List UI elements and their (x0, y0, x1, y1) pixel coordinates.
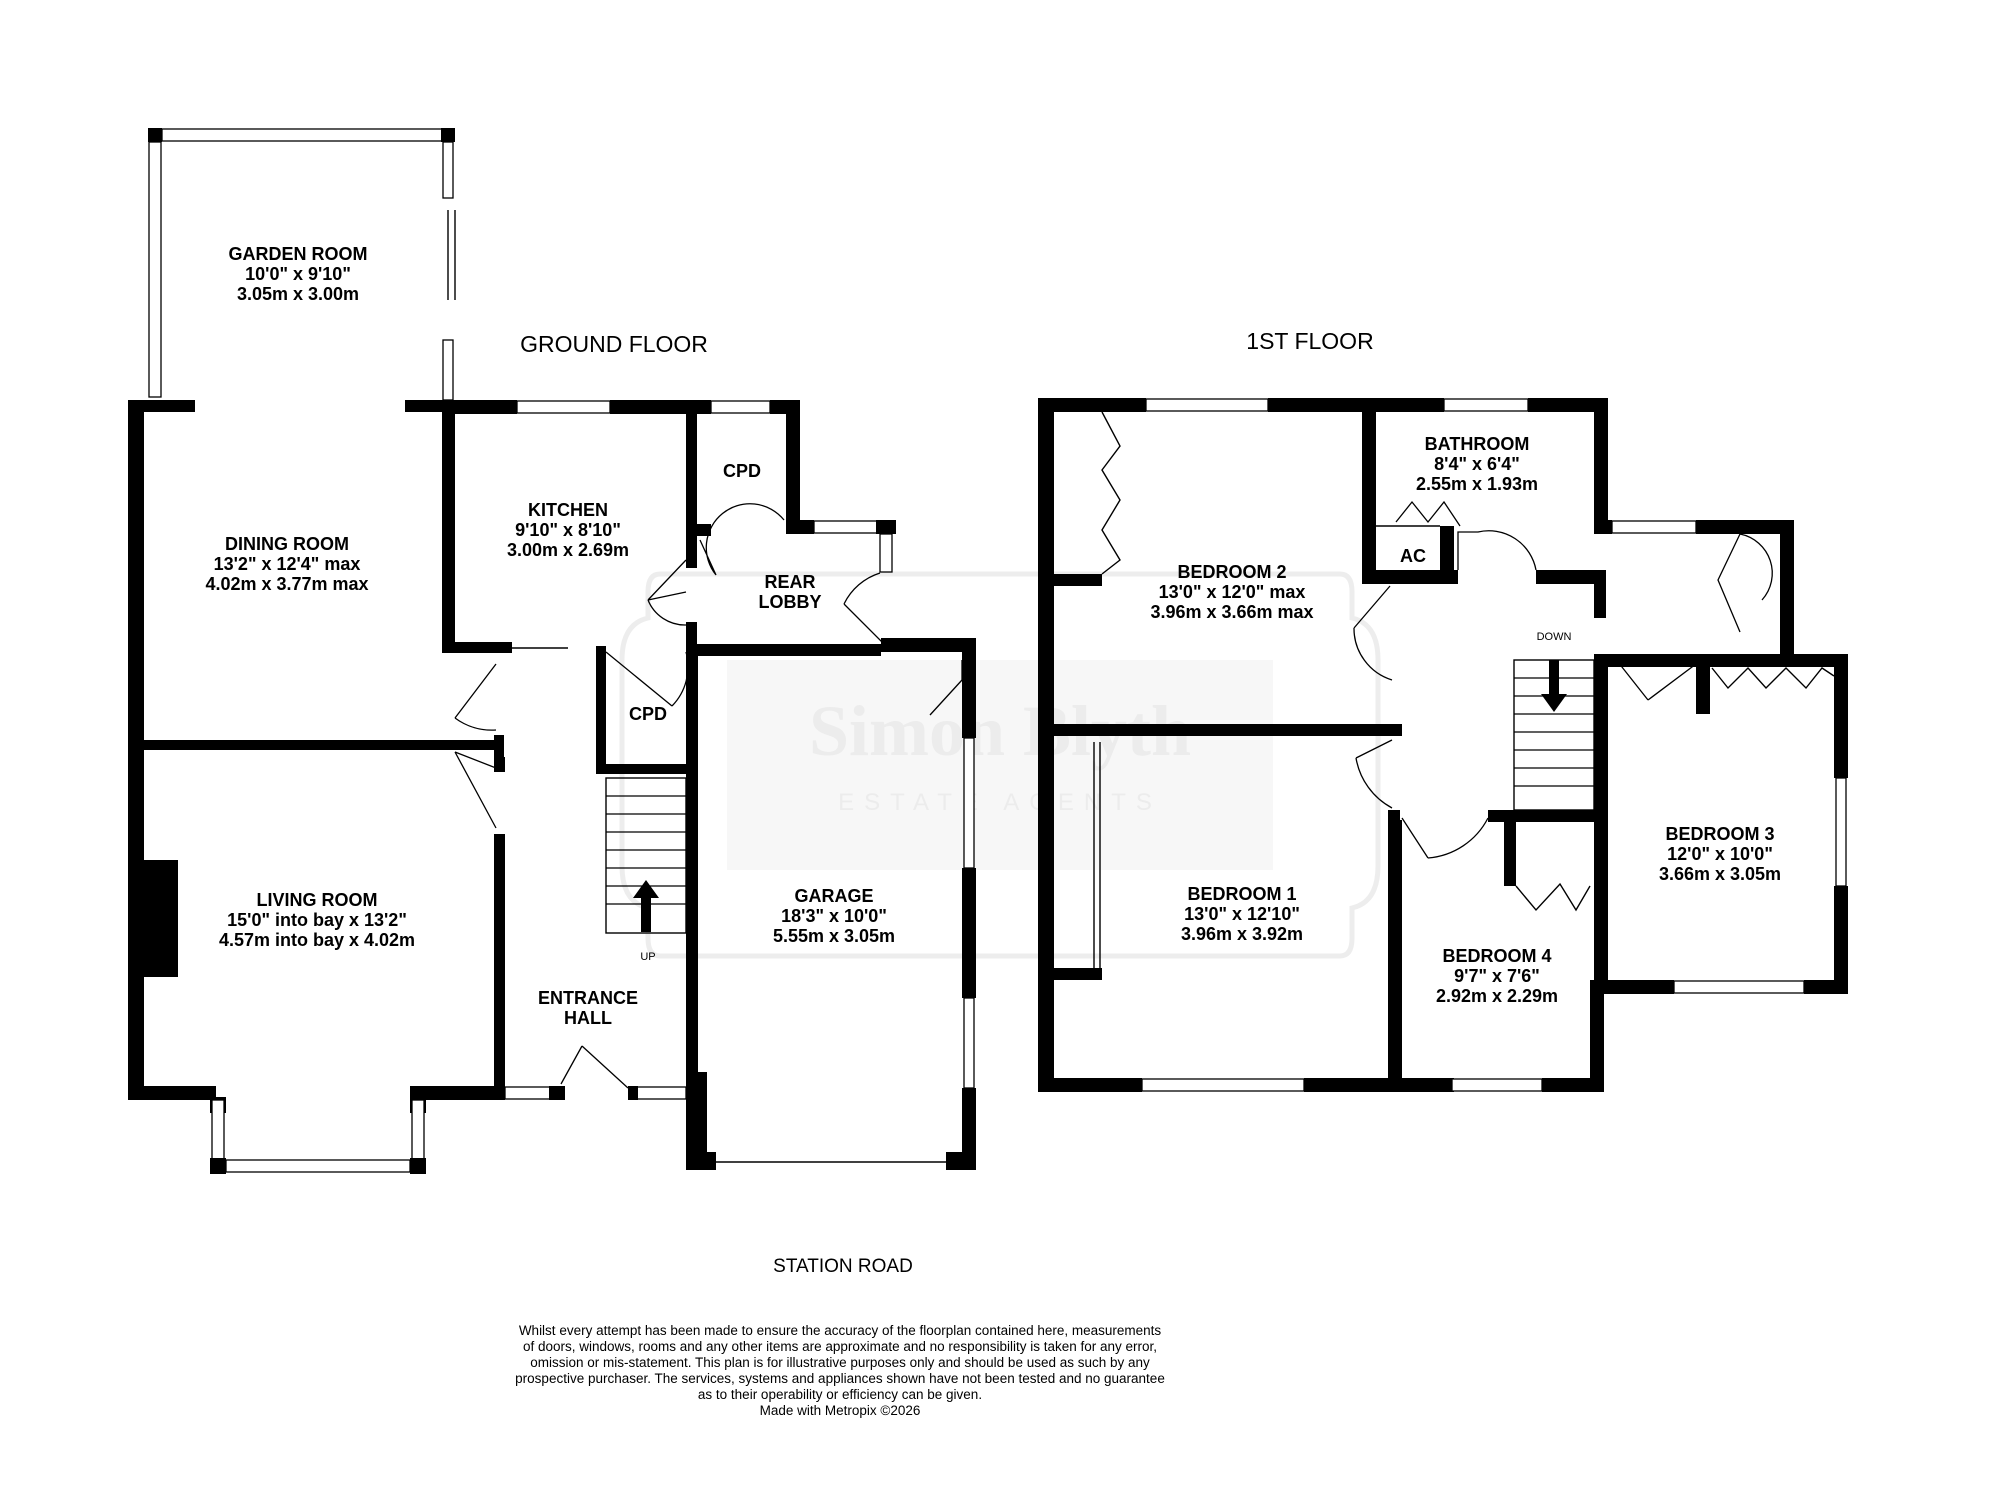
bedroom1-imperial: 13'0" x 12'10" (1184, 904, 1300, 924)
first-floor-walls (1038, 398, 1848, 1092)
room-bedroom-2: BEDROOM 2 13'0" x 12'0" max 3.96m x 3.66… (1150, 562, 1313, 622)
disclaimer-line: of doors, windows, rooms and any other i… (522, 1339, 1158, 1354)
room-living-room: LIVING ROOM 15'0" into bay x 13'2" 4.57m… (219, 890, 415, 950)
stairs-down-label: DOWN (1537, 631, 1572, 643)
stairs-down: DOWN (1513, 631, 1595, 811)
garage-imperial: 18'3" x 10'0" (781, 906, 887, 926)
bedroom1-metric: 3.96m x 3.92m (1181, 924, 1303, 944)
disclaimer-line: as to their operability or efficiency ca… (697, 1387, 983, 1402)
living-room-metric: 4.57m into bay x 4.02m (219, 930, 415, 950)
cpd-upper-label: CPD (723, 461, 761, 481)
stairs-up-label: UP (640, 951, 655, 963)
stairs-up: UP (605, 777, 687, 963)
bedroom4-imperial: 9'7" x 7'6" (1454, 966, 1540, 986)
entrance-hall-line1: ENTRANCE (538, 988, 638, 1008)
bedroom4-name: BEDROOM 4 (1442, 946, 1551, 966)
watermark-sub: ESTATE AGENTS (838, 789, 1162, 816)
room-entrance-hall: ENTRANCE HALL (538, 988, 638, 1028)
room-garage: GARAGE 18'3" x 10'0" 5.55m x 3.05m (773, 886, 895, 946)
room-bedroom-4: BEDROOM 4 9'7" x 7'6" 2.92m x 2.29m (1436, 946, 1558, 1006)
dining-room-imperial: 13'2" x 12'4" max (214, 554, 361, 574)
room-dining-room: DINING ROOM 13'2" x 12'4" max 4.02m x 3.… (205, 534, 368, 594)
garden-room-imperial: 10'0" x 9'10" (245, 264, 351, 284)
room-garden-room: GARDEN ROOM 10'0" x 9'10" 3.05m x 3.00m (229, 244, 368, 304)
garden-room-metric: 3.05m x 3.00m (237, 284, 359, 304)
dining-room-metric: 4.02m x 3.77m max (205, 574, 368, 594)
room-bedroom-1: BEDROOM 1 13'0" x 12'10" 3.96m x 3.92m (1181, 884, 1303, 944)
road-label: STATION ROAD (773, 1256, 913, 1277)
room-kitchen: KITCHEN 9'10" x 8'10" 3.00m x 2.69m (507, 500, 629, 560)
disclaimer-line: Made with Metropix ©2026 (759, 1403, 921, 1418)
garden-room-name: GARDEN ROOM (229, 244, 368, 264)
bedroom1-name: BEDROOM 1 (1187, 884, 1296, 904)
bathroom-metric: 2.55m x 1.93m (1416, 474, 1538, 494)
bathroom-imperial: 8'4" x 6'4" (1434, 454, 1520, 474)
bedroom2-imperial: 13'0" x 12'0" max (1159, 582, 1306, 602)
disclaimer-line: Whilst every attempt has been made to en… (518, 1323, 1162, 1338)
disclaimer-line: prospective purchaser. The services, sys… (515, 1371, 1165, 1386)
first-floor-title: 1ST FLOOR (1246, 328, 1373, 354)
dining-room-name: DINING ROOM (225, 534, 349, 554)
ground-floor-doors (454, 503, 963, 1089)
disclaimer: Whilst every attempt has been made to en… (460, 1323, 1220, 1419)
entrance-hall-line2: HALL (564, 1008, 612, 1028)
rear-lobby-line1: REAR (764, 572, 815, 592)
cpd-lower-label: CPD (629, 704, 667, 724)
ground-floor-title: GROUND FLOOR (520, 331, 708, 357)
bedroom3-metric: 3.66m x 3.05m (1659, 864, 1781, 884)
kitchen-imperial: 9'10" x 8'10" (515, 520, 621, 540)
bathroom-name: BATHROOM (1425, 434, 1530, 454)
arrow-down-icon (1541, 660, 1567, 712)
garage-metric: 5.55m x 3.05m (773, 926, 895, 946)
room-rear-lobby: REAR LOBBY (759, 572, 822, 612)
room-bedroom-3: BEDROOM 3 12'0" x 10'0" 3.66m x 3.05m (1659, 824, 1781, 884)
ground-floor-walls (128, 128, 976, 1174)
kitchen-metric: 3.00m x 2.69m (507, 540, 629, 560)
bedroom2-name: BEDROOM 2 (1177, 562, 1286, 582)
watermark: Simon Blyth ESTATE AGENTS (619, 571, 1381, 959)
living-room-name: LIVING ROOM (257, 890, 378, 910)
first-floor-doors (1353, 500, 1773, 859)
disclaimer-line: omission or mis-statement. This plan is … (530, 1355, 1150, 1370)
room-bathroom: BATHROOM 8'4" x 6'4" 2.55m x 1.93m (1416, 434, 1538, 494)
ac-label: AC (1400, 546, 1426, 566)
kitchen-name: KITCHEN (528, 500, 608, 520)
rear-lobby-line2: LOBBY (759, 592, 822, 612)
bedroom3-imperial: 12'0" x 10'0" (1667, 844, 1773, 864)
bedroom2-metric: 3.96m x 3.66m max (1150, 602, 1313, 622)
living-room-imperial: 15'0" into bay x 13'2" (227, 910, 407, 930)
garage-name: GARAGE (794, 886, 873, 906)
arrow-up-icon (633, 880, 659, 932)
bedroom3-name: BEDROOM 3 (1665, 824, 1774, 844)
bedroom4-metric: 2.92m x 2.29m (1436, 986, 1558, 1006)
